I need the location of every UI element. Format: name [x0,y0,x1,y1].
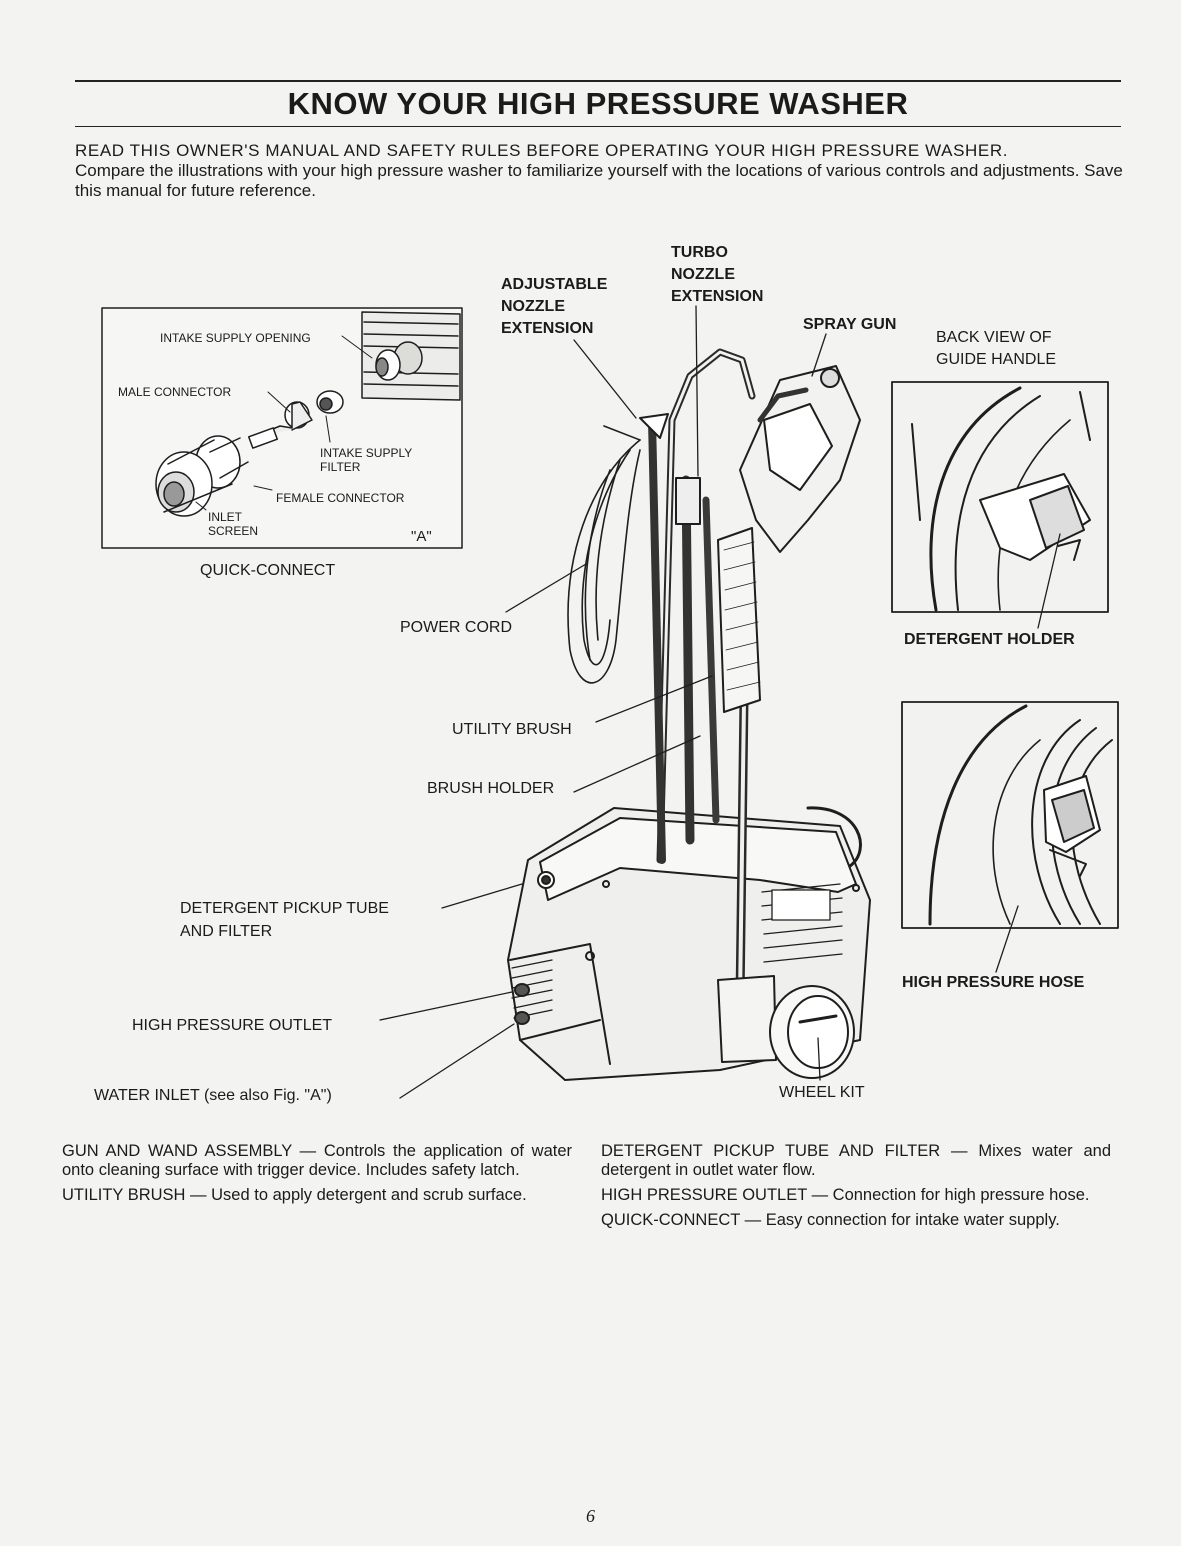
inset-leaders [195,335,373,511]
detergent-holder-label: DETERGENT HOLDER [904,631,1075,648]
hose-reel-view [901,701,1119,929]
intro-instructions: Compare the illustrations with your high… [75,161,1123,200]
machine-face-detail [361,311,461,401]
guide-handle-back-view [891,381,1109,613]
high-pressure-outlet-description: HIGH PRESSURE OUTLET — Connection for hi… [601,1186,1090,1204]
quick-connect-caption: QUICK-CONNECT [200,562,336,579]
descriptions-right: DETERGENT PICKUP TUBE AND FILTER — Mixes… [601,1142,1111,1236]
adjustable-nozzle-extension-label: ADJUSTABLE NOZZLE EXTENSION [501,276,608,337]
detergent-pickup-tube-label: DETERGENT PICKUP TUBE AND FILTER [180,900,389,940]
inlet-screen-label: INLET SCREEN [208,510,259,538]
turbo-nozzle-extension-label: TURBO NOZZLE EXTENSION [671,244,764,305]
utility-brush-description: UTILITY BRUSH — Used to apply detergent … [62,1186,527,1204]
spray-gun-label: SPRAY GUN [803,316,897,333]
intake-supply-filter-label: INTAKE SUPPLY FILTER [320,446,413,474]
female-connector-drawing [155,435,249,517]
brush-holder-label: BRUSH HOLDER [427,780,555,797]
male-connector-drawing [247,390,344,449]
intro-paragraph: READ THIS OWNER'S MANUAL AND SAFETY RULE… [75,141,1125,201]
page-title: KNOW YOUR HIGH PRESSURE WASHER [287,86,909,121]
detergent-pickup-description: DETERGENT PICKUP TUBE AND FILTER — Mixes… [601,1142,1111,1179]
top-rule [75,80,1121,82]
gun-wand-assembly-description: GUN AND WAND ASSEMBLY — Controls the app… [62,1142,572,1179]
washer-body [507,348,871,1081]
utility-brush-label: UTILITY BRUSH [452,721,572,738]
power-cord-coils [567,425,641,684]
callout-leaders [379,305,1061,1099]
figure-a-tag: "A" [411,528,432,545]
water-inlet-label: WATER INLET (see also Fig. "A") [94,1087,332,1104]
brush-bristles [723,541,761,691]
high-pressure-hose-label: HIGH PRESSURE HOSE [902,974,1085,991]
side-grille [511,883,843,1019]
title-underline [75,126,1121,127]
quick-connect-description: QUICK-CONNECT — Easy connection for inta… [601,1211,1060,1229]
descriptions-left: GUN AND WAND ASSEMBLY — Controls the app… [62,1142,572,1211]
power-cord-label: POWER CORD [400,619,512,636]
page-number: 6 [586,1506,595,1526]
female-connector-label: FEMALE CONNECTOR [276,491,405,505]
wheel-kit-label: WHEEL KIT [779,1084,865,1101]
high-pressure-outlet-label: HIGH PRESSURE OUTLET [132,1017,333,1034]
male-connector-label: MALE CONNECTOR [118,385,232,399]
back-view-guide-handle-caption: BACK VIEW OF GUIDE HANDLE [936,329,1057,368]
intake-supply-opening-label: INTAKE SUPPLY OPENING [160,331,311,345]
intro-warning: READ THIS OWNER'S MANUAL AND SAFETY RULE… [75,141,1009,160]
quick-connect-inset [101,307,463,549]
washer-illustration [101,305,1119,1099]
